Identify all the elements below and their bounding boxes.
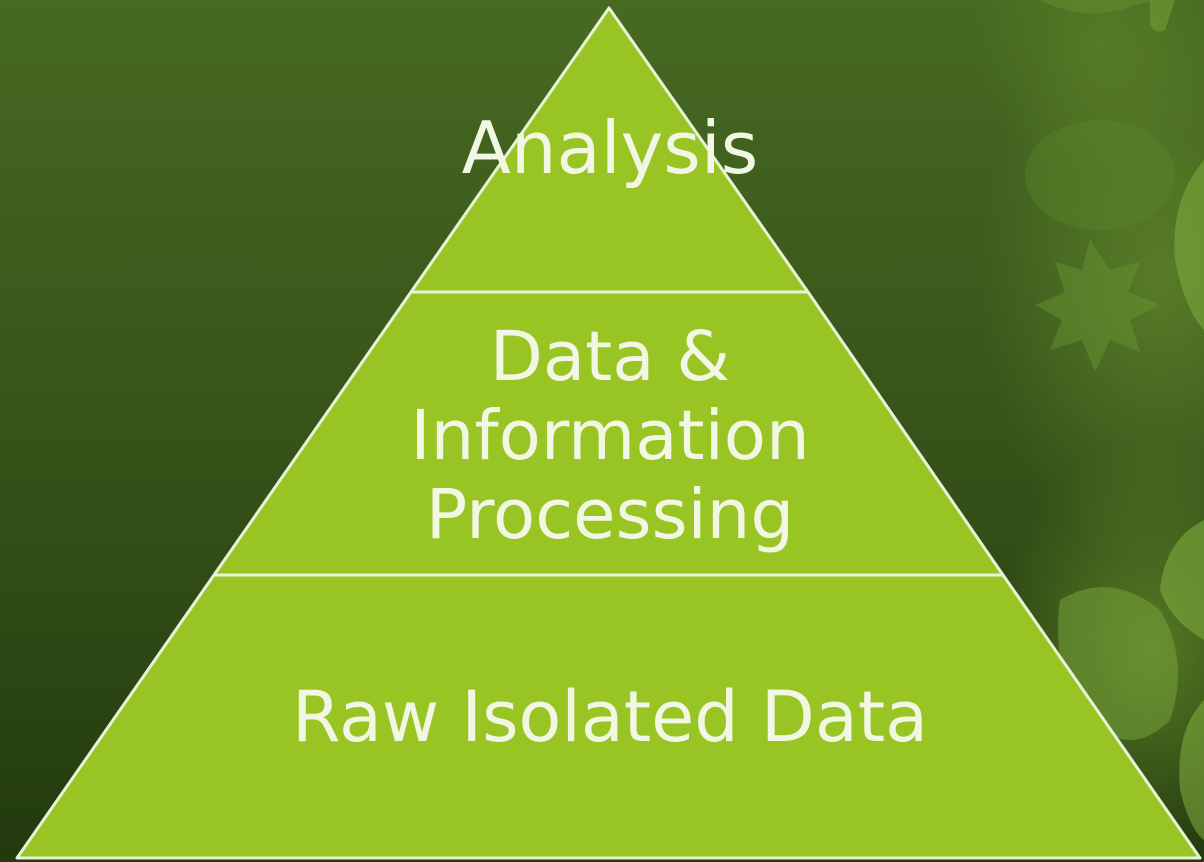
- pyramid-tier-bottom: [15, 573, 1202, 860]
- leaf-shape: [1160, 520, 1204, 640]
- tier-label-raw-data: Raw Isolated Data: [291, 676, 929, 758]
- tier-label-line: Processing: [425, 475, 795, 555]
- leaf-shape: [1179, 700, 1204, 840]
- leaf-shape: [1035, 240, 1160, 372]
- tier-label-analysis: Analysis: [461, 106, 759, 190]
- leaf-shape: [1040, 0, 1160, 14]
- leaf-shape: [1025, 120, 1175, 230]
- leaf-shape: [1150, 0, 1175, 32]
- tier-label-line: Information: [410, 396, 810, 476]
- tier-label-line: Data &: [489, 317, 731, 397]
- tier-label-data-processing: Data & Information Processing: [300, 318, 920, 555]
- leaf-shape: [1174, 160, 1204, 330]
